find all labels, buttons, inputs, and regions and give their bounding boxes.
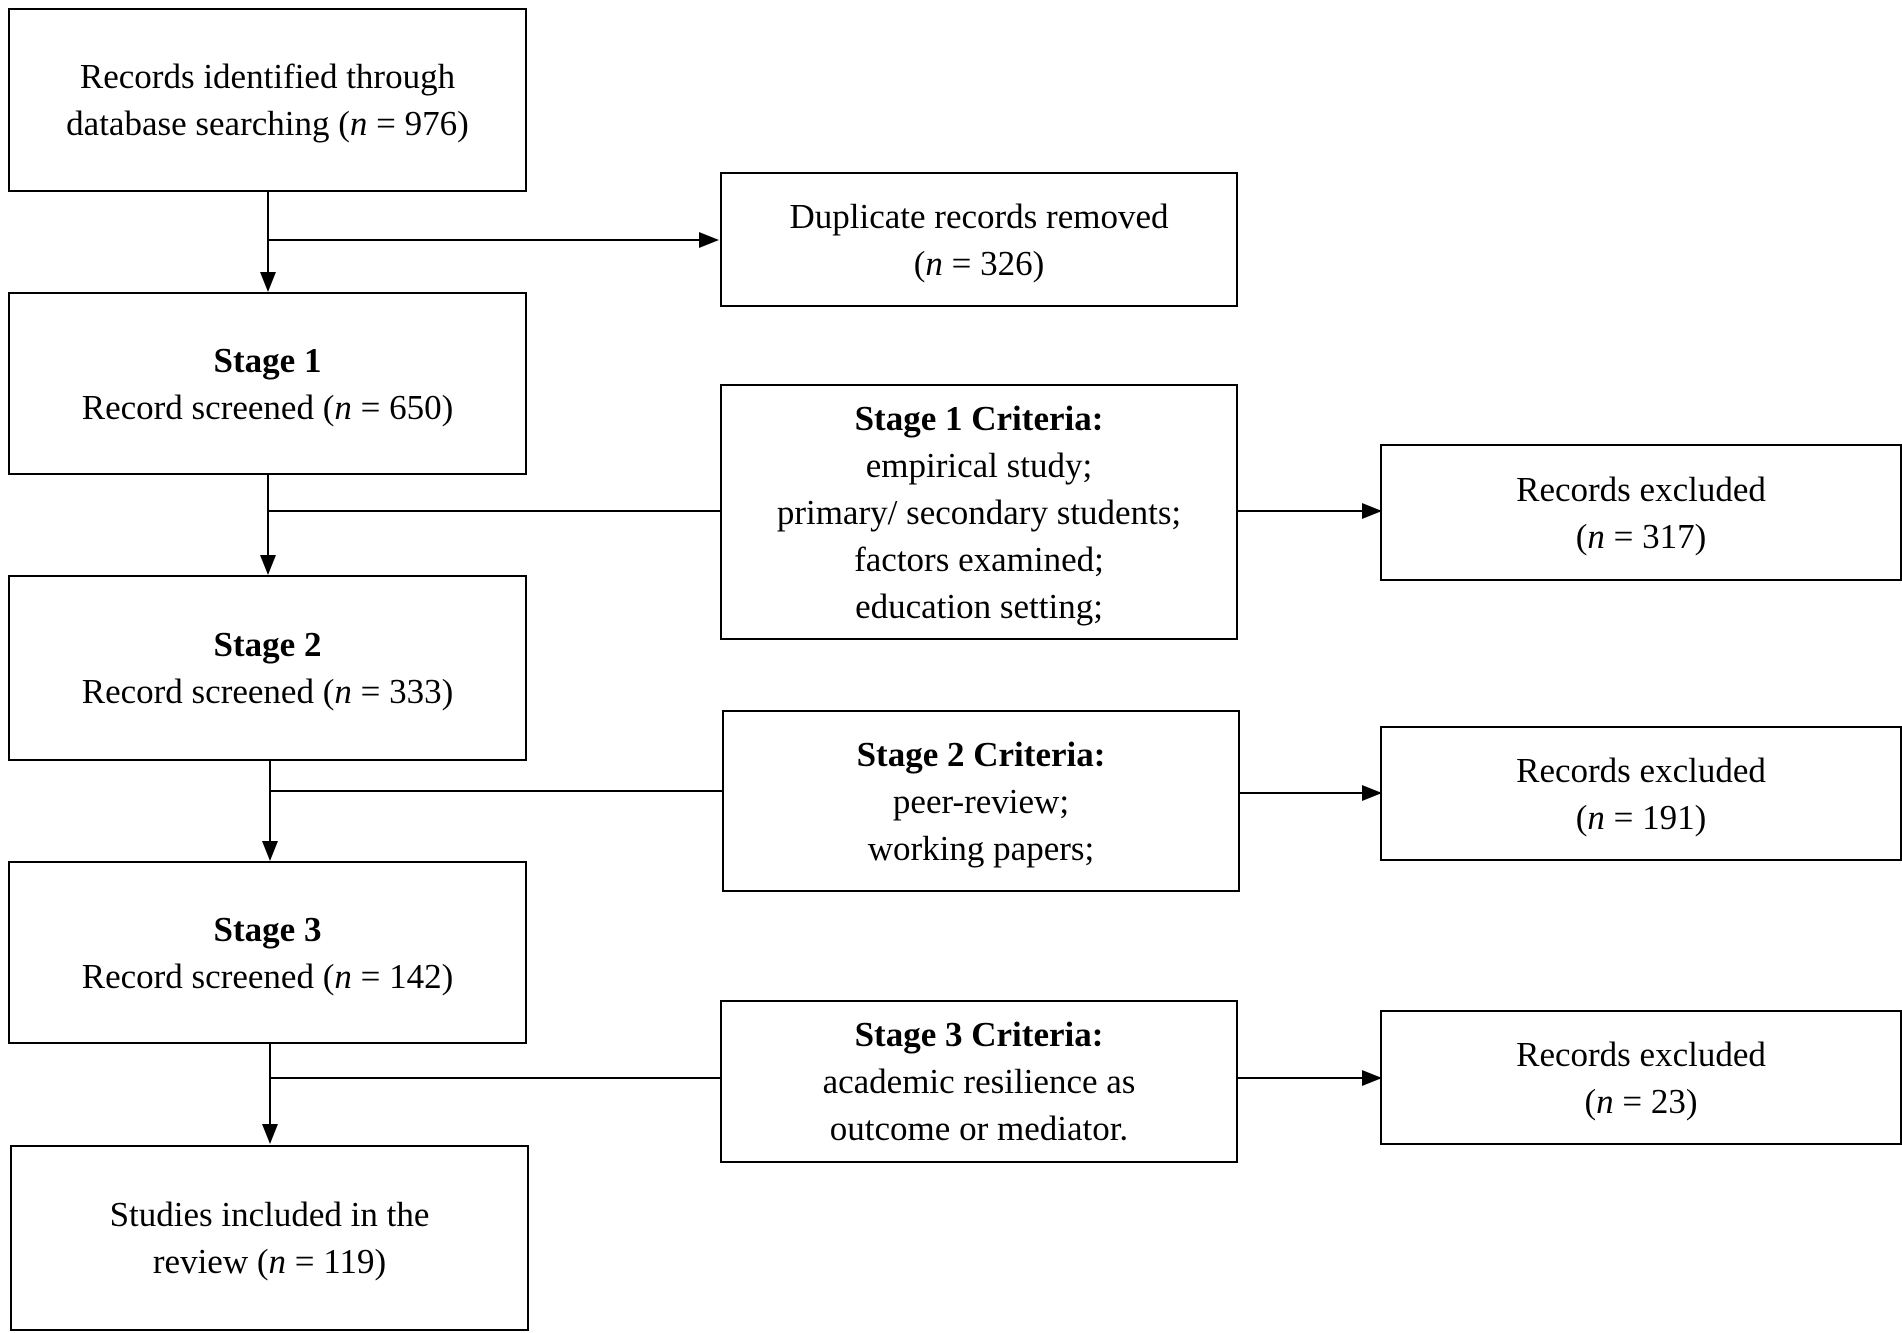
stage3-excluded-count: (n = 23) (1584, 1081, 1698, 1121)
stage3-title: Stage 3 (213, 909, 322, 949)
records-identified-line2: database searching (n = 976) (66, 104, 469, 143)
stage2-excluded-box: Records excluded (n = 191) (1380, 726, 1902, 861)
criteria-item: primary/ secondary students; (776, 492, 1182, 532)
stage1-criteria-box: Stage 1 Criteria: empirical study; prima… (720, 384, 1238, 640)
criteria-item: empirical study; (865, 445, 1093, 485)
stage2-criteria-title: Stage 2 Criteria: (856, 734, 1106, 774)
duplicates-count: (n = 326) (913, 243, 1045, 283)
stage3-box: Stage 3 Record screened (n = 142) (8, 861, 527, 1044)
stage1-screened: Record screened (n = 650) (81, 387, 454, 427)
stage3-excluded-label: Records excluded (1516, 1034, 1766, 1074)
duplicates-removed-box: Duplicate records removed (n = 326) (720, 172, 1238, 307)
criteria-item: working papers; (867, 828, 1095, 868)
stage1-excluded-box: Records excluded (n = 317) (1380, 444, 1902, 581)
stage1-criteria-title: Stage 1 Criteria: (854, 398, 1104, 438)
stage1-box: Stage 1 Record screened (n = 650) (8, 292, 527, 475)
studies-included-count: review (n = 119) (152, 1242, 387, 1281)
records-identified-box: Records identified through database sear… (8, 8, 527, 192)
stage3-screened: Record screened (n = 142) (81, 956, 454, 996)
stage2-screened: Record screened (n = 333) (81, 672, 454, 711)
records-identified-line1: Records identified through (79, 57, 456, 96)
stage2-criteria-box: Stage 2 Criteria: peer-review; working p… (722, 710, 1240, 892)
stage2-box: Stage 2 Record screened (n = 333) (8, 575, 527, 761)
stage2-excluded-label: Records excluded (1516, 750, 1766, 790)
criteria-item: academic resilience as (822, 1062, 1136, 1101)
studies-included-box: Studies included in the review (n = 119) (10, 1145, 529, 1331)
stage1-excluded-label: Records excluded (1516, 469, 1766, 509)
stage3-excluded-box: Records excluded (n = 23) (1380, 1010, 1902, 1145)
criteria-item: outcome or mediator. (829, 1109, 1129, 1148)
stage2-title: Stage 2 (213, 625, 322, 664)
stage2-excluded-count: (n = 191) (1575, 797, 1707, 837)
criteria-item: peer-review; (892, 781, 1070, 821)
stage3-criteria-title: Stage 3 Criteria: (854, 1015, 1104, 1054)
studies-included-line1: Studies included in the (109, 1195, 430, 1234)
criteria-item: factors examined; (854, 539, 1104, 579)
stage1-excluded-count: (n = 317) (1575, 516, 1707, 556)
criteria-item: education setting; (855, 586, 1103, 626)
stage3-criteria-box: Stage 3 Criteria: academic resilience as… (720, 1000, 1238, 1163)
stage1-title: Stage 1 (213, 340, 322, 380)
duplicates-line1: Duplicate records removed (789, 196, 1169, 236)
